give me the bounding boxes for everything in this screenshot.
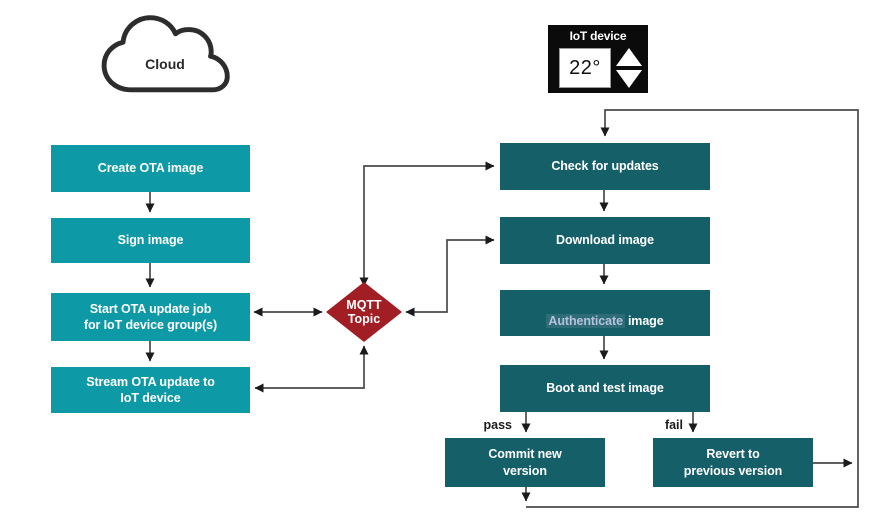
step-label: Stream OTA update to IoT device (86, 374, 215, 405)
step-boot-and-test-image: Boot and test image (500, 365, 710, 412)
arrow-stream-mqtt (254, 345, 369, 393)
step-check-for-updates: Check for updates (500, 143, 710, 190)
step-label: Create OTA image (97, 161, 204, 176)
pass-branch-label: pass (483, 418, 513, 432)
step-revert-previous-version: Revert to previous version (653, 438, 813, 487)
step-stream-ota-update: Stream OTA update to IoT device (51, 367, 250, 413)
authenticate-link[interactable]: Authenticate (546, 314, 625, 328)
arrow-mqtt-check-updates (359, 161, 495, 287)
mqtt-topic-label: MQTT Topic (346, 297, 382, 326)
step-download-image: Download image (500, 217, 710, 264)
step-label: Download image (556, 233, 654, 248)
cloud-shape: Cloud (94, 10, 236, 108)
step-label: Commit new version (488, 447, 562, 478)
cloud-icon (101, 15, 230, 93)
iot-device-icon: IoT device 22° (548, 25, 648, 93)
temperature-display: 22° (559, 48, 611, 88)
step-commit-new-version: Commit new version (445, 438, 605, 487)
thermostat-updown-icon (616, 48, 642, 88)
step-label: Start OTA update job for IoT device grou… (83, 301, 218, 332)
iot-device-label: IoT device (569, 29, 627, 43)
step-label: Sign image (117, 233, 184, 248)
fail-branch-label: fail (664, 418, 683, 432)
step-start-ota-update-job: Start OTA update job for IoT device grou… (51, 293, 250, 341)
step-sign-image: Sign image (51, 218, 250, 263)
cloud-label: Cloud (145, 56, 185, 72)
step-create-ota-image: Create OTA image (51, 145, 250, 192)
authenticate-rest: image (627, 314, 664, 328)
step-label: Check for updates (551, 159, 659, 174)
arrow-mqtt-download (405, 235, 495, 317)
step-label: Boot and test image (546, 381, 664, 396)
step-label: Revert to previous version (683, 447, 783, 478)
arrow-loop-back-to-check (526, 109, 859, 508)
